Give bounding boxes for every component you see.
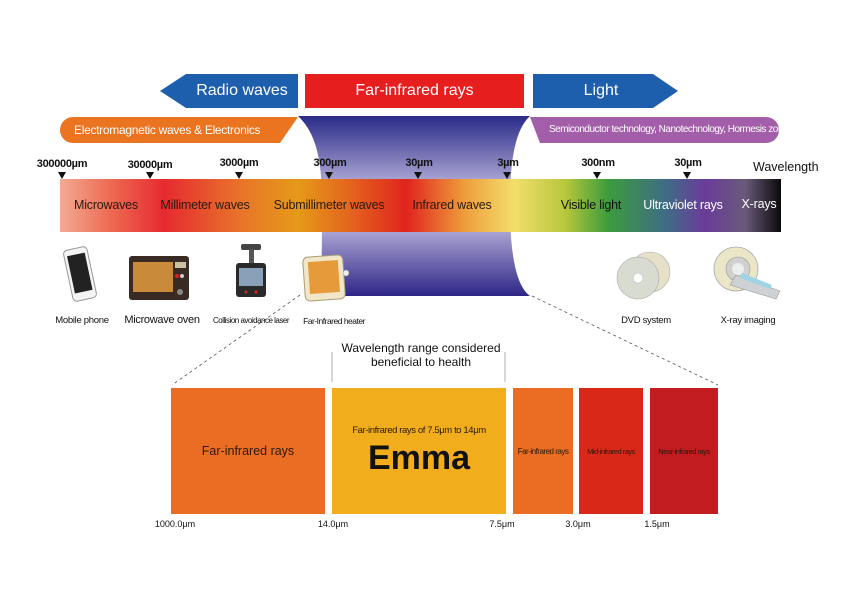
tick-marker-icon (146, 172, 154, 179)
box-label: Mid-infrared rays (587, 446, 635, 456)
box-label: Far-infrared rays (517, 446, 569, 456)
emma-title: Emma (367, 438, 471, 477)
bottom-tick-label: 1.5μm (644, 519, 670, 529)
mobile-phone-icon (63, 246, 97, 302)
tick-label: 300nm (581, 157, 615, 169)
tick-label: 30µm (674, 157, 702, 169)
health-range-label: Wavelength range considered beneficial t… (332, 341, 510, 369)
dvd-icon (616, 251, 671, 300)
tick-marker-icon (325, 172, 333, 179)
band-label: Microwaves (74, 198, 138, 212)
microwave-oven-icon (129, 256, 189, 300)
near-infrared-box: Near-infrared rays (650, 388, 718, 514)
tick-label: 30000µm (127, 159, 173, 171)
device-label: Microwave oven (124, 314, 200, 326)
electronics-banner-label: Electromagnetic waves & Electronics (74, 123, 261, 137)
bottom-tick-label: 7.5μm (489, 519, 515, 529)
tick-label: 300000µm (36, 158, 88, 170)
tick-marker-icon (503, 172, 511, 179)
emma-box: Far-infrared rays of 7.5μm to 14μm Emma (332, 388, 506, 514)
semiconductor-banner-label: Semiconductor technology, Nanotechnology… (549, 124, 788, 135)
band-label: Infrared waves (412, 198, 492, 212)
spectrum-bar (60, 179, 781, 232)
tick-marker-icon (235, 172, 243, 179)
dashcam-icon (236, 244, 266, 297)
box-label: Far-infrared rays (201, 444, 295, 458)
light-label: Light (583, 82, 619, 99)
band-label: Submillimeter waves (273, 198, 385, 212)
device-label: Mobile phone (55, 315, 109, 326)
emma-sublabel: Far-infrared rays of 7.5μm to 14μm (352, 424, 486, 436)
far-infrared-label: Far-infrared rays (355, 82, 474, 99)
xray-scanner-icon (713, 246, 781, 300)
wavelength-axis-label: Wavelength (753, 160, 819, 174)
health-range-line-1: Wavelength range considered (341, 341, 501, 355)
health-range-line-2: beneficial to health (370, 355, 472, 369)
band-label: Visible light (560, 198, 622, 212)
device-label: X-ray imaging (720, 315, 776, 326)
tick-marker-icon (58, 172, 66, 179)
far-infrared-small-box: Far-infrared rays (513, 388, 573, 514)
device-label: Far-Infrared heater (303, 316, 365, 326)
tick-label: 300µm (313, 157, 347, 169)
band-label: Ultraviolet rays (643, 198, 723, 212)
tick-label: 3µm (497, 157, 519, 169)
tick-label: 30µm (405, 157, 433, 169)
far-infrared-box: Far-infrared rays (171, 388, 325, 514)
tick-marker-icon (593, 172, 601, 179)
electronics-banner (60, 117, 298, 143)
radio-waves-arrow (160, 74, 298, 108)
bottom-tick-label: 1000.0μm (154, 519, 196, 529)
far-infrared-banner (305, 74, 524, 108)
semiconductor-banner (530, 117, 779, 143)
device-label: DVD system (621, 315, 671, 326)
light-arrow (533, 74, 678, 108)
mid-infrared-box: Mid-infrared rays (579, 388, 643, 514)
device-label: Collision avoidance laser (213, 316, 290, 325)
tick-marker-icon (414, 172, 422, 179)
tick-label: 3000µm (219, 157, 259, 169)
bottom-tick-label: 14.0μm (317, 519, 349, 529)
radio-waves-label: Radio waves (196, 82, 288, 99)
band-label: Millimeter waves (160, 198, 250, 212)
tick-marker-icon (683, 172, 691, 179)
box-label: Near-infrared rays (658, 446, 710, 456)
heater-icon (302, 254, 350, 302)
bottom-tick-label: 3.0μm (565, 519, 591, 529)
band-label: X-rays (741, 197, 777, 211)
